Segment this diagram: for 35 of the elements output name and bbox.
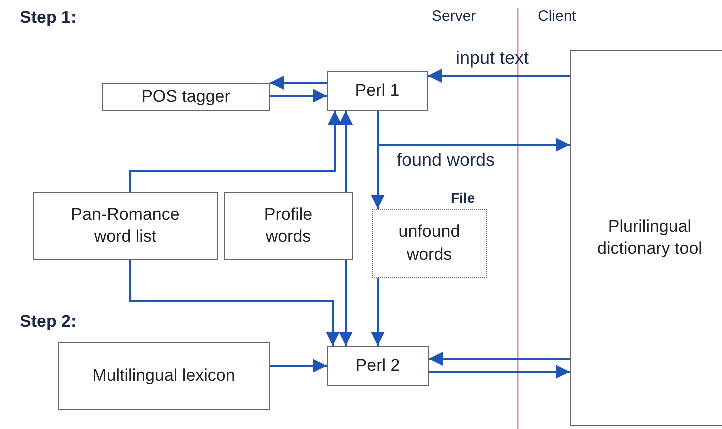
node-label: POS tagger [142, 86, 230, 108]
edge-label: input text [456, 48, 530, 69]
file-label: File [451, 190, 476, 206]
file-box [372, 209, 487, 278]
process-box [58, 342, 270, 410]
node-label: Plurilingual dictionary tool [596, 216, 704, 260]
process-box [33, 192, 218, 260]
process-box [224, 192, 353, 260]
arrow [270, 89, 327, 103]
node-label: Perl 2 [356, 354, 400, 377]
arrow [428, 69, 570, 83]
zone-label: Client [538, 8, 576, 25]
arrow [129, 260, 340, 346]
process-box [102, 83, 270, 111]
arrow [371, 278, 385, 346]
node-label: Multilingual lexicon [92, 364, 236, 387]
node-label: Profile words [263, 204, 314, 248]
edge-label: found words [397, 150, 496, 171]
arrow [429, 365, 570, 379]
step-heading: Step 2: [20, 312, 77, 332]
node-label: unfound words [398, 221, 462, 266]
process-box [327, 346, 429, 386]
arrow [339, 260, 353, 346]
node-label: Pan-Romance word list [70, 204, 181, 248]
process-box [327, 71, 428, 111]
arrow [270, 359, 327, 373]
step-heading: Step 1: [20, 8, 77, 28]
process-box [570, 50, 722, 426]
node-label: Perl 1 [355, 80, 400, 102]
arrow [377, 111, 570, 152]
arrow [429, 352, 570, 366]
arrow [270, 76, 327, 90]
arrow [339, 111, 353, 192]
arrow [129, 111, 342, 192]
zone-label: Server [432, 8, 476, 25]
